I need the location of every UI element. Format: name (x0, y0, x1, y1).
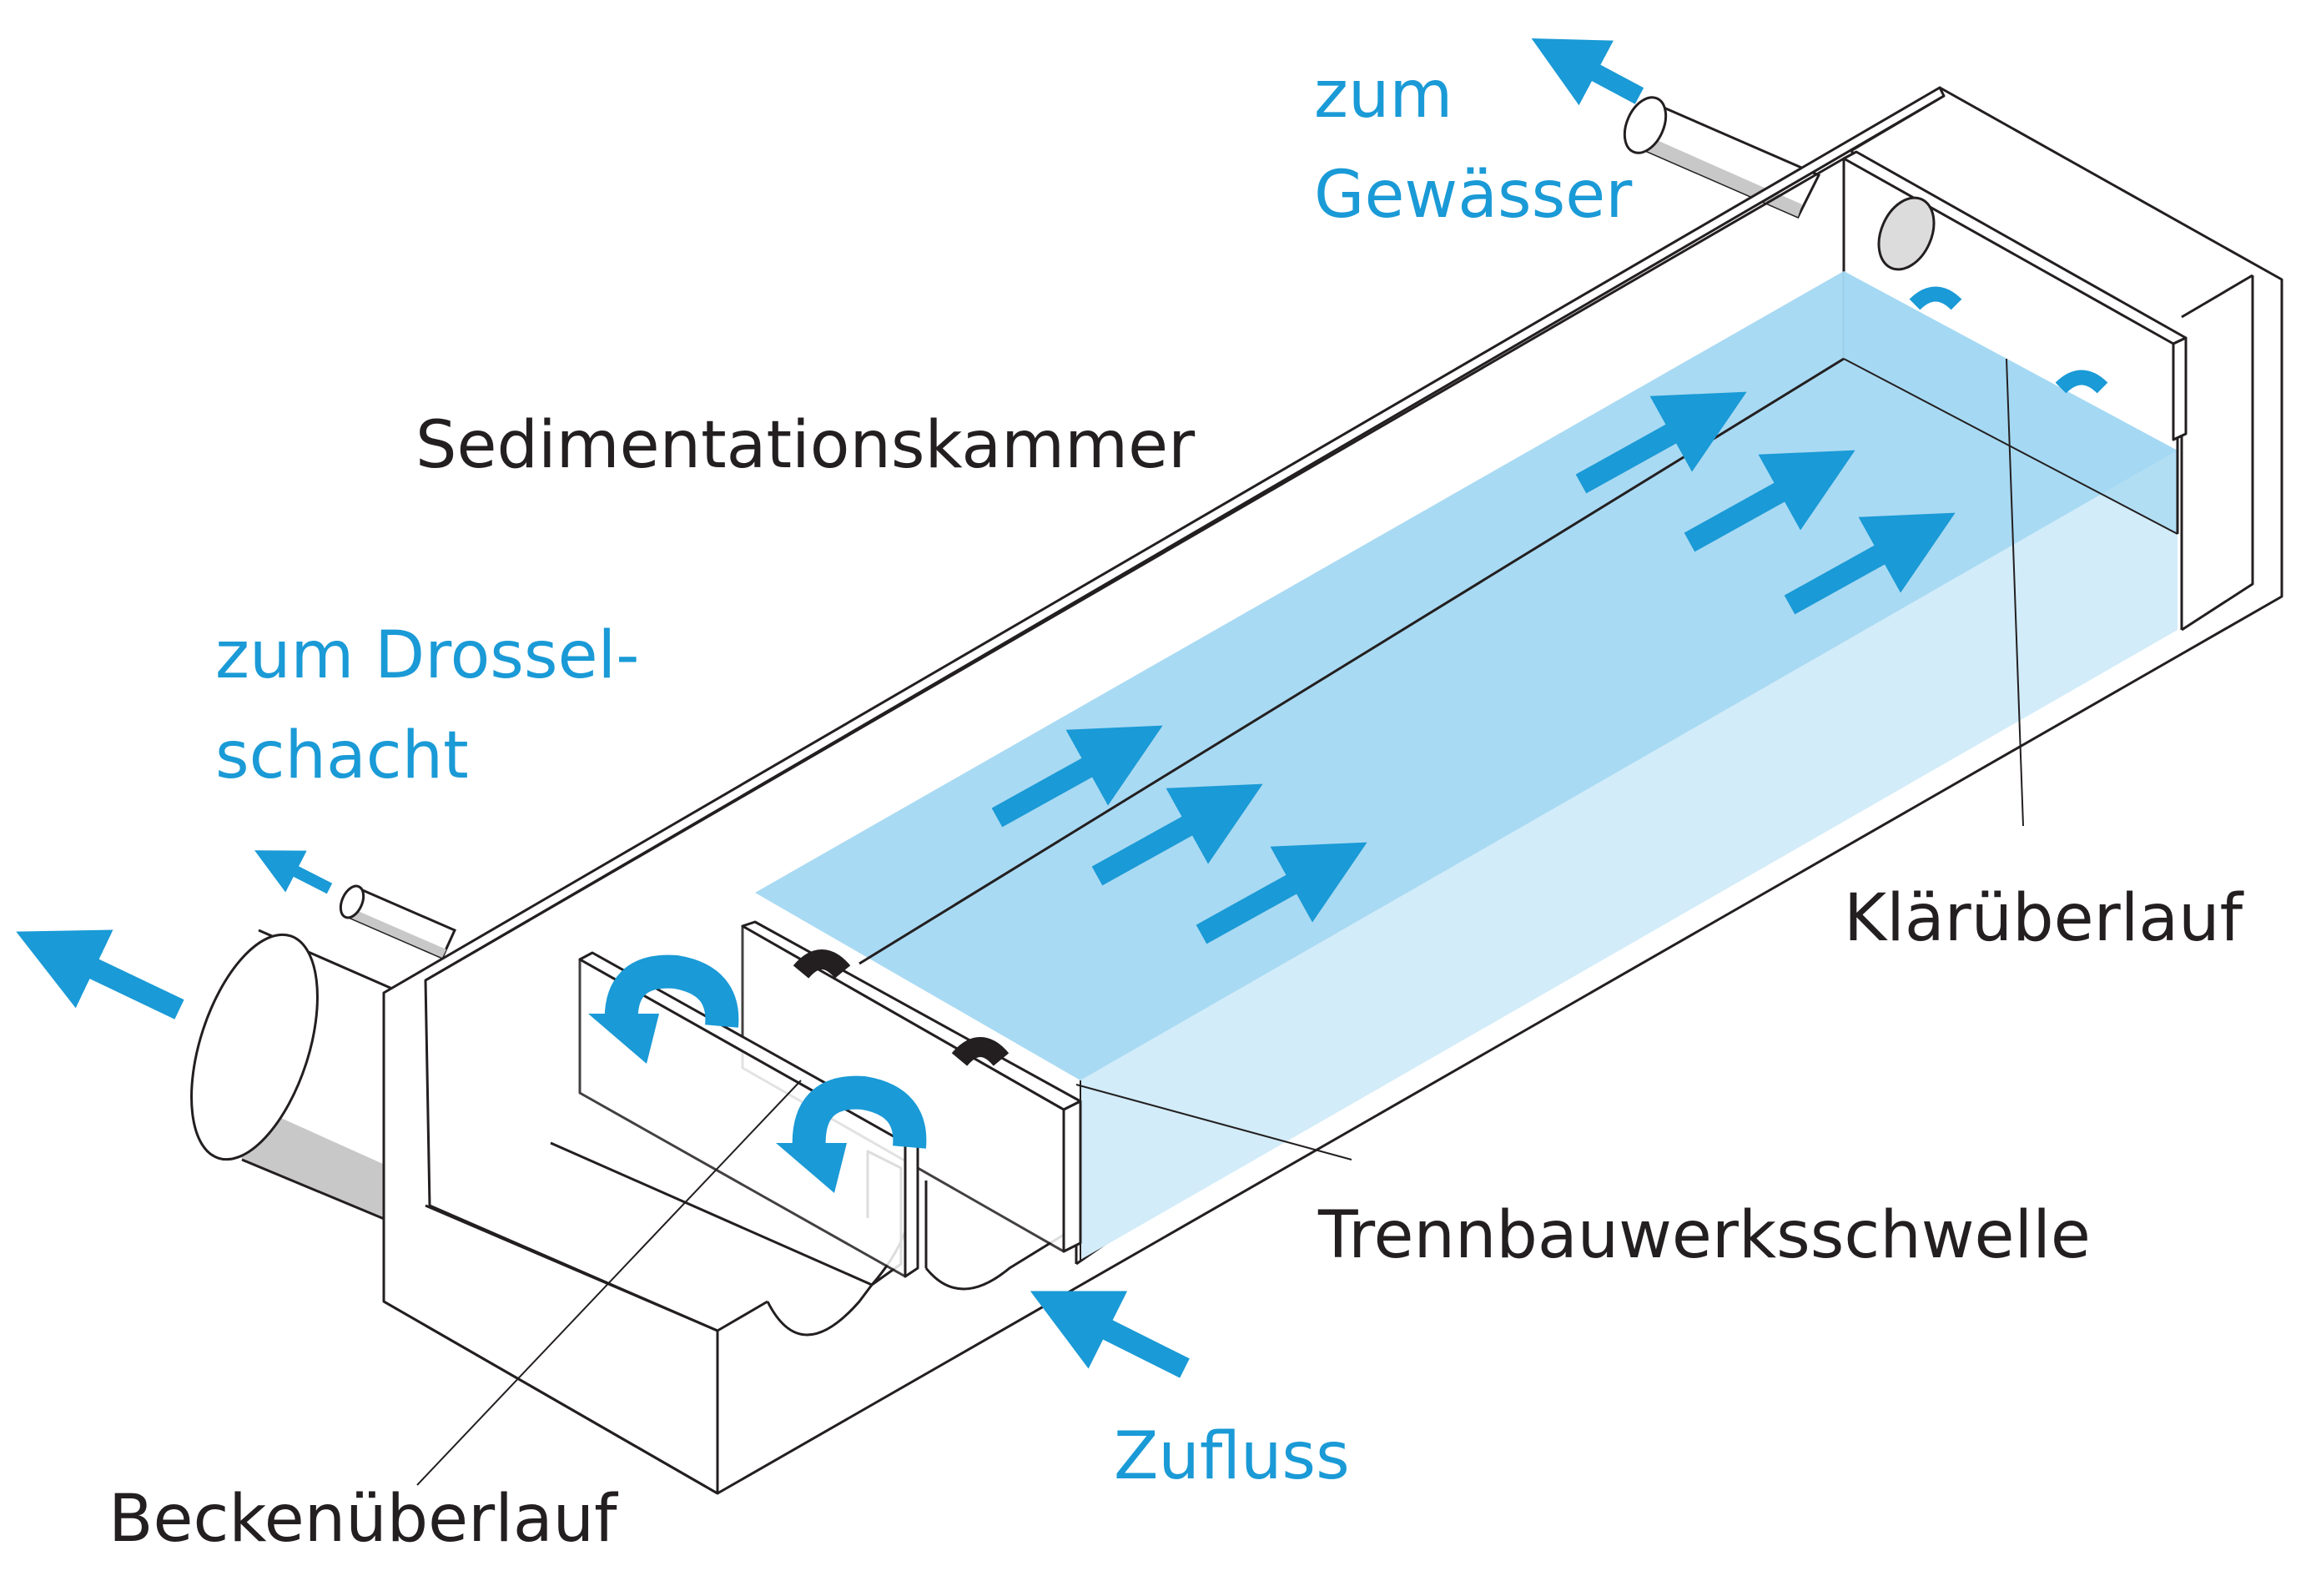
arrow-basin-overflow-out (16, 929, 184, 1020)
external-arrows (16, 38, 1644, 1378)
flow-arrow (1784, 512, 1956, 615)
flow-arrows (991, 391, 1956, 944)
curved-flow-arrow (604, 954, 739, 1028)
arrow-inflow (1030, 1291, 1190, 1378)
clarifier-overflow-weir (1842, 150, 2188, 441)
label-to-water-line2: Gewässer (1314, 158, 1633, 233)
flow-arrow (1091, 783, 1263, 886)
curved-flow-arrow (951, 1037, 1009, 1067)
leader-clarifier-overflow (2006, 358, 2024, 827)
leader-lines (416, 358, 2024, 1486)
label-inflow: Zufluss (1114, 1419, 1350, 1494)
label-to-throttle-shaft-line2: schacht (215, 718, 469, 793)
label-clarifier-overflow: Klärüberlauf (1844, 881, 2243, 956)
label-basin-overflow: Beckenüberlauf (108, 1482, 617, 1557)
label-to-throttle-shaft-line1: zum Drossel- (215, 618, 640, 693)
weir-flow-arrows (588, 286, 2108, 1193)
flow-arrow (1684, 450, 1855, 552)
arrow-to-water (1531, 38, 1644, 106)
curved-flow-arrow (793, 949, 851, 979)
flow-arrow (1575, 391, 1747, 494)
curved-flow-arrow (792, 1075, 927, 1153)
curved-flow-arrow (1909, 286, 1962, 310)
flow-arrow (991, 725, 1163, 828)
arrow-to-throttle-shaft (254, 850, 333, 894)
flow-arrow (1196, 842, 1367, 944)
outlet-pipe-to-water (1623, 96, 1821, 219)
leader-basin-overflow (416, 1080, 802, 1486)
label-sedimentation-chamber: Sedimentationskammer (415, 408, 1196, 483)
outlet-pipe-throttle-shaft (339, 884, 456, 959)
basin-overflow-pipe (190, 929, 393, 1224)
label-to-water-line1: zum (1314, 58, 1453, 133)
leader-separator-sill (1075, 1084, 1352, 1160)
label-separator-sill: Trennbauwerksschwelle (1318, 1198, 2091, 1273)
curved-flow-arrow (2055, 370, 2108, 394)
